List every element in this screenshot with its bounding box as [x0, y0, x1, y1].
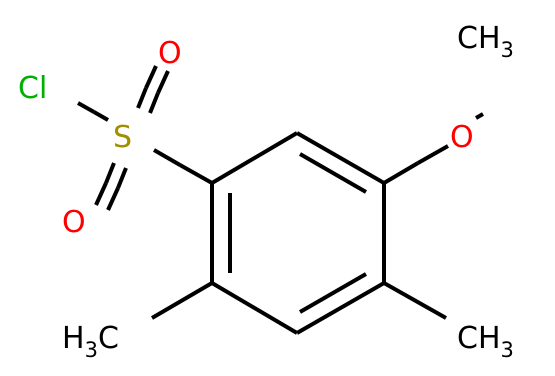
bond-oxygen-methyl [475, 112, 484, 120]
methyl-right-main: CH [457, 321, 501, 356]
methyl-right-subscript: 3 [501, 338, 514, 362]
atom-oxygen-bottom: O [62, 205, 86, 240]
bond-sulfur-oxygen-bottom [116, 167, 128, 189]
methyl-left-subscript: 3 [85, 338, 98, 362]
ring-double-bond [299, 152, 367, 194]
atom-oxygen-top: O [158, 36, 182, 71]
methyl-left-tail: C [98, 321, 119, 356]
ring-double-bond [299, 272, 367, 314]
bond-sulfur-oxygen-top [144, 65, 158, 89]
atom-sulfur: S [113, 120, 132, 155]
bond-sulfur-oxygen-bottom [106, 187, 120, 211]
ring-bond [296, 281, 385, 335]
methyl-top-label: CH3 [457, 21, 514, 62]
bond-sulfur-oxygen-bottom [104, 162, 116, 184]
methyl-top-main: CH [457, 21, 501, 56]
atom-oxygen-methoxy: O [450, 120, 474, 155]
bond-ring-methyl-right [383, 281, 447, 320]
ring-bond [210, 281, 299, 335]
bond-sulfur-oxygen-top [136, 87, 148, 109]
bond-sulfur-chlorine [77, 101, 95, 114]
ring-bond [210, 131, 299, 185]
methyl-left-label: H3C [62, 321, 119, 362]
bond-ring-oxygen [417, 144, 449, 165]
methyl-right-label: CH3 [457, 321, 514, 362]
ring-bond [296, 131, 385, 185]
bond-sulfur-chlorine [93, 110, 109, 122]
bond-ring-oxygen [382, 161, 420, 185]
methyl-left-main: H [62, 321, 85, 356]
bond-ring-sulfur [153, 148, 181, 167]
methyl-top-subscript: 3 [501, 38, 514, 62]
bond-ring-methyl-left [150, 281, 214, 320]
bond-sulfur-oxygen-bottom [94, 182, 108, 206]
benzene-ring [210, 131, 386, 335]
bond-sulfur-oxygen-top [148, 92, 160, 114]
atom-chlorine: Cl [18, 71, 47, 106]
bond-sulfur-oxygen-top [156, 70, 170, 94]
bond-ring-sulfur [179, 163, 213, 185]
